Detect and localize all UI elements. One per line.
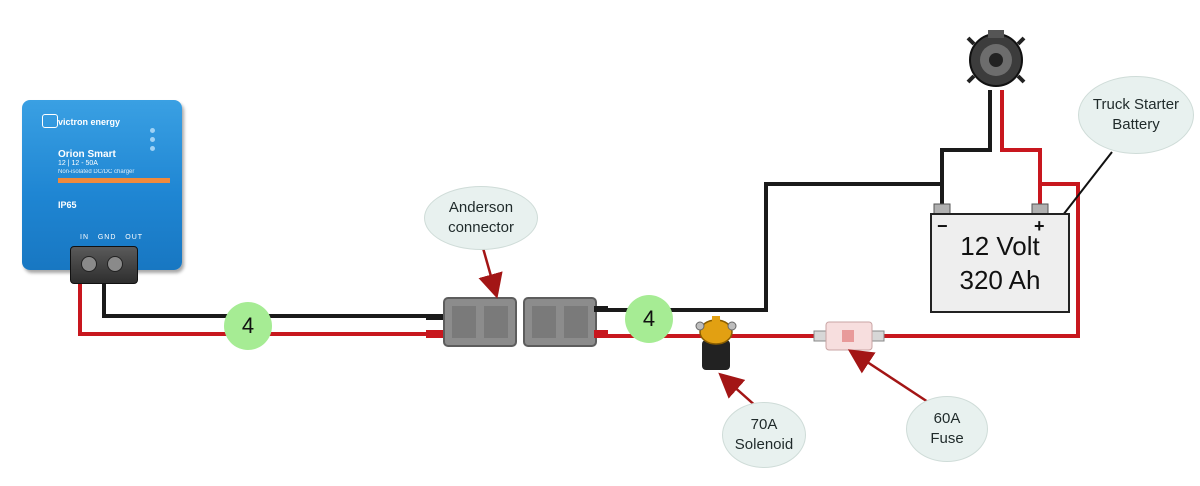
wire-gauge-marker-right: 4 <box>625 295 673 343</box>
charger-terminal-block <box>70 246 138 284</box>
battery-voltage: 12 Volt <box>960 231 1040 261</box>
charger-rating: IP65 <box>58 200 77 210</box>
port-out-label: OUT <box>125 234 144 241</box>
anderson-callout-arrow <box>478 247 503 299</box>
wire-gauge-marker-left: 4 <box>224 302 272 350</box>
positive-wire-truck <box>590 182 1080 338</box>
negative-wire <box>102 280 438 318</box>
callout-line: 70A <box>750 416 778 433</box>
port-in-label: IN <box>80 234 89 241</box>
callout-line: Truck Starter <box>1092 96 1180 113</box>
battery-callout: Truck Starter Battery <box>1078 76 1194 154</box>
callout-line: Fuse <box>930 430 964 447</box>
alternator-icon <box>966 30 1026 87</box>
battery-negative-label: − <box>937 216 948 236</box>
solenoid-callout: 70A Solenoid <box>722 402 806 468</box>
wire-gauge-value: 4 <box>241 313 255 338</box>
callout-line: Solenoid <box>734 436 794 453</box>
callout-line: 60A <box>933 410 961 427</box>
charger-description: Non-isolated DC/DC charger <box>58 169 135 175</box>
charger-brand: victron energy <box>58 117 121 127</box>
wire-gauge-value: 4 <box>642 306 656 331</box>
alternator-positive-wire <box>1000 90 1042 184</box>
callout-line: Battery <box>1112 116 1160 133</box>
callout-line: connector <box>448 219 514 236</box>
fuse-callout-arrow <box>847 349 929 404</box>
anderson-callout: Anderson connector <box>424 186 538 250</box>
fuse-icon <box>813 321 885 351</box>
dc-dc-charger: victron energy Orion Smart 12 | 12 - 50A… <box>22 100 182 270</box>
port-gnd-label: GND <box>97 234 117 241</box>
positive-wire <box>78 280 438 336</box>
victron-logo-icon <box>42 114 58 128</box>
battery-positive-label: + <box>1034 216 1045 236</box>
truck-battery: 12 Volt 320 Ah <box>930 213 1070 313</box>
negative-wire-truck <box>590 182 944 312</box>
alternator-negative-wire <box>940 90 992 184</box>
solenoid-icon <box>695 316 737 370</box>
charger-ports: IN GND OUT <box>80 234 143 241</box>
charger-stripe <box>58 178 170 183</box>
status-leds <box>150 128 162 158</box>
anderson-plug-icon <box>426 297 608 347</box>
fuse-callout: 60A Fuse <box>906 396 988 462</box>
charger-spec: 12 | 12 - 50A <box>58 160 98 167</box>
charger-model: Orion Smart <box>58 149 116 160</box>
battery-capacity: 320 Ah <box>959 265 1041 295</box>
callout-line: Anderson <box>448 199 514 216</box>
